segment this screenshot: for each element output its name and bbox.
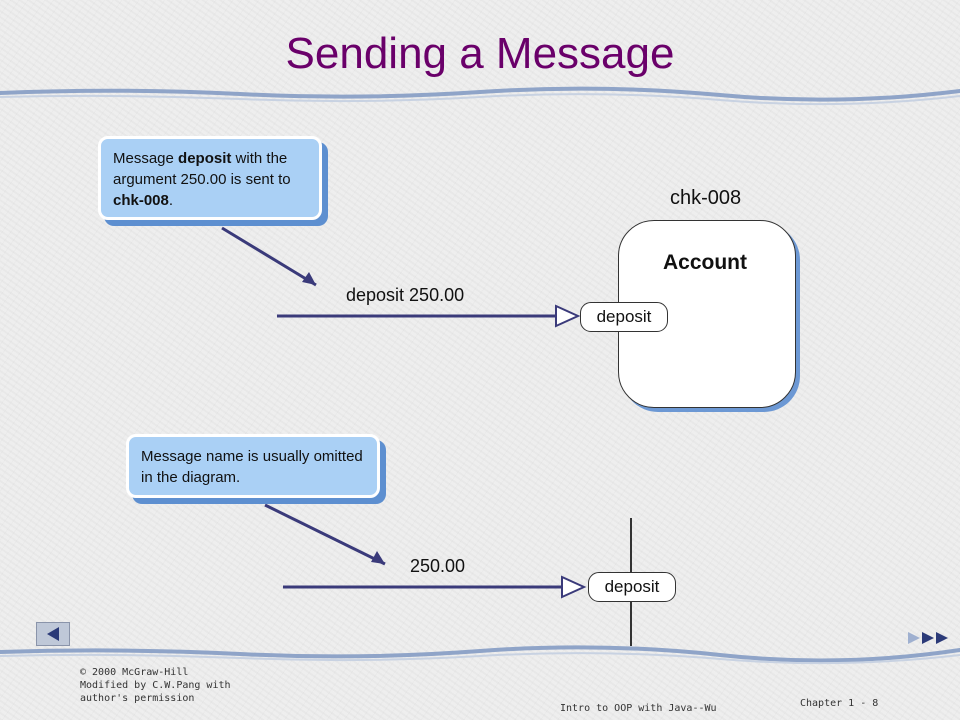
callout2-pointer: [264, 503, 386, 566]
object-name: chk-008: [670, 187, 742, 209]
callout1-text3: .: [168, 192, 174, 209]
callout1-bold-object: chk-008: [113, 192, 169, 209]
deposit-method-pill-2: deposit: [588, 572, 676, 602]
footer-chapter: Chapter 1 - 8: [800, 698, 879, 709]
callout-deposit: Message deposit with the argument 250.00…: [98, 136, 322, 220]
bottom-rule: [0, 645, 960, 663]
callout2-text: Message name is usually omitted in the d…: [141, 448, 363, 486]
message2-label: 250.00: [410, 556, 466, 576]
message1-label: deposit 250.00: [346, 285, 465, 305]
left-arrow-icon: [47, 627, 59, 641]
callout1-text: Message: [113, 150, 179, 167]
account-class-name: Account: [663, 251, 747, 274]
copyright-line3: author's permission: [80, 693, 195, 704]
callout1-pointer: [221, 226, 317, 287]
slide-title: Sending a Message: [285, 29, 675, 78]
footer-course: Intro to OOP with Java--Wu: [560, 703, 717, 714]
next-slide-button[interactable]: [906, 630, 956, 646]
callout1-text2: with the argument 250.00 is sent to: [113, 150, 291, 188]
fast-forward-icon: [908, 632, 948, 644]
copyright-line2: Modified by C.W.Pang with: [80, 680, 231, 691]
prev-slide-button[interactable]: [36, 622, 70, 646]
callout1-bold-method: deposit: [178, 150, 232, 167]
deposit-method-pill: deposit: [580, 302, 668, 332]
top-rule: [0, 86, 960, 102]
footer-copyright: © 2000 McGraw-Hill Modified by C.W.Pang …: [80, 666, 231, 705]
callout-omitted: Message name is usually omitted in the d…: [126, 434, 380, 498]
copyright-line1: © 2000 McGraw-Hill: [80, 667, 189, 678]
